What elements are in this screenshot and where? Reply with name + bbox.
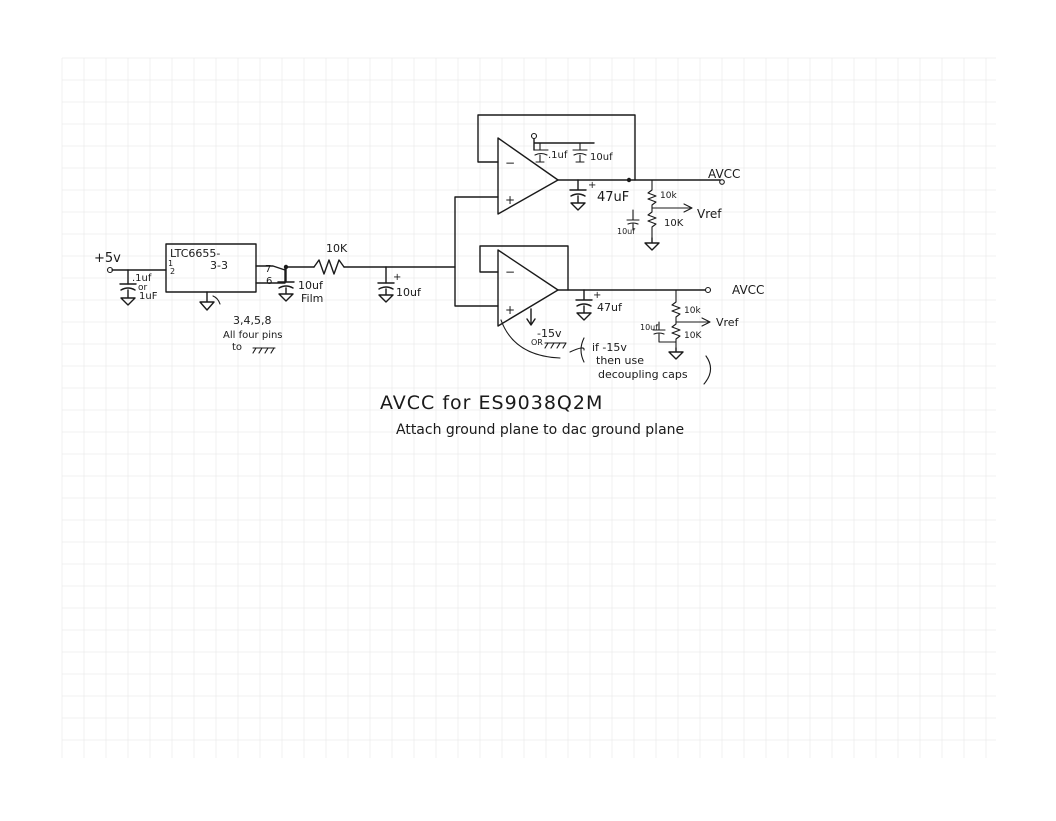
divider-bottom-cap	[652, 321, 677, 343]
filter-cap2-ground-icon	[378, 288, 394, 303]
input-cap-or: or	[138, 283, 148, 293]
opamp-top-decoupling-2: 10uf	[590, 152, 613, 163]
input-cap-value: .1uf	[132, 273, 152, 284]
divider-top-r1: 10k	[660, 191, 677, 201]
supply-note-3: decoupling caps	[598, 368, 688, 381]
ic-body	[165, 243, 257, 293]
filter-cap1-symbol	[277, 281, 295, 289]
input-5v: +5v .1uf or 1uF	[94, 251, 167, 306]
ic-pin1: 1	[168, 259, 173, 268]
opamp-top-decoupling-cap2	[572, 142, 588, 163]
filter-cap2-value: 10uf	[396, 286, 422, 299]
filter-resistor-value: 10K	[326, 242, 348, 255]
ic-chassis-ground-icon	[252, 347, 276, 354]
divider-top-r2: 10K	[664, 218, 684, 229]
input-label: +5v	[94, 251, 121, 266]
filter-cap2-symbol	[377, 282, 395, 290]
divider-bottom-resistors	[671, 289, 681, 349]
ic-ground-note-2: to	[232, 342, 242, 353]
opamp-bottom-supply-or: OR	[531, 338, 543, 347]
opamp-bottom-supply: -15v	[537, 327, 562, 340]
ic-pin6: 6	[266, 276, 272, 287]
opamp-bottom-symbol	[497, 249, 559, 327]
vref-top-arrow	[651, 203, 693, 213]
supply-note-2: then use	[596, 354, 644, 367]
opamp-top-symbol	[497, 137, 559, 215]
schematic-note: Attach ground plane to dac ground plane	[396, 422, 684, 438]
divider-top-cap	[626, 209, 640, 231]
ic-part: LTC6655-	[170, 247, 220, 260]
ic-ground-arrow	[212, 295, 221, 305]
divider-bottom-ground-icon	[668, 347, 684, 360]
opamp-bottom-plus: +	[505, 303, 515, 317]
output-filter: 10uf Film 10K + 10uf	[277, 196, 499, 307]
ic-pin7: 7	[265, 264, 271, 275]
opamp-top-output-junction	[626, 177, 632, 183]
buffer-input-bus	[454, 196, 499, 307]
opamp-bottom-output-cap-polarity: +	[593, 290, 601, 301]
opamp-bottom-feedback	[479, 245, 569, 291]
filter-cap2-polarity: +	[393, 272, 401, 283]
divider-top-cap-value: 10uf	[617, 227, 635, 236]
ic-pin2: 2	[170, 267, 175, 276]
ic-variant: 3-3	[210, 259, 228, 272]
divider-top-ground-icon	[644, 237, 660, 251]
ic-ground-icon	[199, 291, 215, 311]
opamp-bottom-chassis-ground-icon	[544, 342, 567, 349]
buffer-top: − + AVCC .1uf 10uf + 47uF 10k 10K Vref 1…	[477, 114, 740, 251]
buffer-bottom: − + AVCC + 47uf 10k 10K Vref 10uf -15v O…	[479, 245, 764, 385]
avcc-bottom-label: AVCC	[732, 283, 764, 297]
opamp-top-supply-terminal	[530, 132, 538, 140]
opamp-top-minus: −	[505, 156, 515, 170]
input-cap-alt: 1uF	[139, 291, 158, 302]
divider-bottom-cap-value: 10uf	[640, 323, 658, 332]
schematic-title: AVCC for ES9038Q2M	[380, 392, 603, 414]
opamp-top-plus: +	[505, 193, 515, 207]
avcc-top-label: AVCC	[708, 167, 740, 181]
vref-bottom-label: Vref	[716, 316, 740, 329]
avcc-top-terminal	[719, 179, 725, 185]
opamp-bottom-output-cap-value: 47uf	[597, 301, 623, 314]
divider-top-resistors	[647, 179, 657, 239]
input-cap-symbol	[119, 283, 137, 291]
filter-cap1-ground-icon	[278, 287, 294, 302]
opamp-top-output-cap-polarity: +	[588, 180, 596, 191]
filter-resistor	[313, 259, 345, 275]
opamp-bottom-supply-arrow	[526, 308, 536, 326]
avcc-bottom-terminal	[704, 286, 712, 294]
opamp-top-supply-wire	[533, 138, 595, 151]
ic-ground-note-1: All four pins	[223, 330, 283, 341]
vref-top-label: Vref	[697, 207, 722, 221]
ic-ground-pins: 3,4,5,8	[233, 314, 271, 327]
voltage-reference-ic: LTC6655- 3-3 1 2 7 6 3,4,5,8 All four pi…	[165, 243, 286, 354]
opamp-top-output-cap	[569, 179, 587, 211]
opamp-top-feedback	[477, 114, 636, 181]
opamp-top-decoupling-cap1	[533, 142, 549, 163]
opamp-bottom-minus: −	[505, 265, 515, 279]
opamp-top-output-cap-value: 47uF	[597, 190, 629, 205]
opamp-bottom-output-cap	[575, 289, 593, 321]
ic-output-pins	[255, 265, 286, 284]
input-cap-ground-icon	[120, 289, 136, 306]
supply-note-open-paren	[580, 337, 585, 363]
vref-bottom-arrow	[675, 317, 711, 327]
filter-cap1-value: 10uf	[298, 279, 324, 292]
divider-bottom-r1: 10k	[684, 306, 701, 316]
supply-note-1: if -15v	[592, 341, 627, 354]
opamp-top-decoupling-1: .1uf	[548, 150, 568, 161]
supply-note-close-paren	[703, 355, 712, 385]
divider-bottom-r2: 10K	[684, 331, 702, 341]
graph-paper-grid	[61, 57, 996, 758]
filter-cap1-type: Film	[301, 292, 323, 305]
